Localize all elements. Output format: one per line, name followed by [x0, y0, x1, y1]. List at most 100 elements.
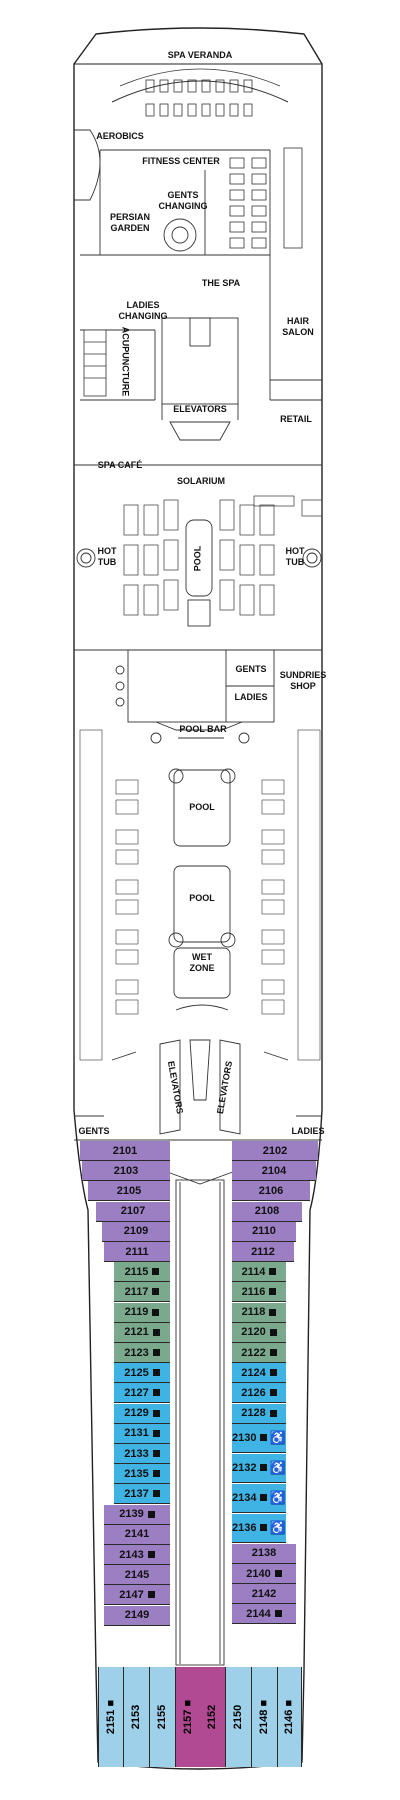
cabin-2115[interactable]: 2115 — [114, 1262, 170, 1283]
spa-cafe-label: SPA CAFÉ — [97, 460, 143, 470]
cabin-2141[interactable]: 2141 — [104, 1524, 170, 1545]
cabin-2143[interactable]: 2143 — [104, 1545, 170, 1565]
cabin-2148[interactable]: 2148 ■ — [252, 1667, 278, 1767]
cabin-2112[interactable]: 2112 — [232, 1242, 294, 1262]
cabin-2138[interactable]: 2138 — [232, 1543, 296, 1564]
hot-tub-right-label: HOT TUB — [285, 546, 305, 567]
bed-marker-icon — [260, 1524, 267, 1532]
bed-marker-icon — [269, 1328, 277, 1336]
bed-marker-icon — [269, 1409, 277, 1417]
cabin-number: 2126 — [241, 1386, 266, 1399]
cabin-number: 2149 — [124, 1609, 150, 1622]
cabin-number: 2114 — [241, 1265, 266, 1278]
cabin-number: 2105 — [116, 1184, 142, 1197]
cabin-2122[interactable]: 2122 — [232, 1343, 286, 1363]
cabin-2107[interactable]: 2107 — [96, 1201, 170, 1222]
cabin-number: 2135 — [124, 1467, 149, 1480]
cabin-number: 2111 — [125, 1245, 149, 1258]
cabin-2133[interactable]: 2133 — [114, 1444, 170, 1464]
bed-marker-icon — [152, 1490, 160, 1498]
cabin-2132[interactable]: 2132♿ — [232, 1453, 286, 1483]
cabin-2142[interactable]: 2142 — [232, 1584, 296, 1605]
cabin-2101[interactable]: 2101 — [80, 1141, 170, 1161]
cabin-2104[interactable]: 2104 — [232, 1161, 316, 1182]
cabin-2128[interactable]: 2128 — [232, 1403, 286, 1424]
cabin-2110[interactable]: 2110 — [232, 1221, 296, 1242]
cabin-number: 2103 — [113, 1164, 139, 1177]
cabin-2126[interactable]: 2126 — [232, 1383, 286, 1404]
cabin-2114[interactable]: 2114 — [232, 1262, 286, 1283]
cabin-2129[interactable]: 2129 — [114, 1403, 170, 1424]
bed-marker-icon — [147, 1591, 155, 1599]
cabin-2119[interactable]: 2119 — [114, 1302, 170, 1323]
bed-marker-icon — [147, 1551, 155, 1558]
cabin-2123[interactable]: 2123 — [114, 1343, 170, 1363]
cabin-number: 2116 — [241, 1285, 266, 1298]
cabin-2150[interactable]: 2150 — [226, 1667, 252, 1767]
cabin-number: 2133 — [124, 1447, 149, 1460]
cabin-2125[interactable]: 2125 — [114, 1363, 170, 1384]
cabin-number: 2139 — [119, 1508, 144, 1521]
cabin-number: 2122 — [241, 1346, 266, 1359]
cabin-2103[interactable]: 2103 — [82, 1161, 170, 1182]
pool-1-label: POOL — [189, 802, 215, 812]
cabin-number: 2106 — [258, 1184, 284, 1197]
cabin-2134[interactable]: 2134♿ — [232, 1483, 286, 1513]
bed-marker-icon — [152, 1369, 160, 1377]
elevators-fwd-label: ELEVATORS — [173, 404, 227, 414]
cabin-2118[interactable]: 2118 — [232, 1302, 286, 1323]
cabin-number: 2147 — [119, 1588, 144, 1601]
cabin-2117[interactable]: 2117 — [114, 1282, 170, 1303]
cabin-2130[interactable]: 2130♿ — [232, 1423, 286, 1453]
cabin-2136[interactable]: 2136♿ — [232, 1513, 286, 1543]
cabin-number: 2124 — [241, 1366, 266, 1379]
cabin-number: 2134 — [232, 1491, 257, 1504]
ladies-aft-label: LADIES — [291, 1126, 325, 1136]
bed-marker-icon — [152, 1308, 160, 1316]
cabin-2105[interactable]: 2105 — [88, 1181, 170, 1202]
cabin-number: 2112 — [251, 1245, 275, 1258]
cabin-2131[interactable]: 2131 — [114, 1423, 170, 1444]
cabin-2106[interactable]: 2106 — [232, 1181, 310, 1202]
cabin-number: 2138 — [251, 1547, 277, 1560]
cabin-2111[interactable]: 2111 — [104, 1242, 170, 1262]
ladies-mid-label: LADIES — [234, 692, 268, 702]
cabin-number: 2125 — [124, 1366, 149, 1379]
cabin-2149[interactable]: 2149 — [104, 1605, 170, 1626]
bed-marker-icon — [269, 1308, 277, 1316]
cabin-2152[interactable]: 2152 — [200, 1667, 226, 1767]
cabin-2140[interactable]: 2140 — [232, 1564, 296, 1584]
cabin-2146[interactable]: 2146 ■ — [278, 1667, 302, 1767]
cabin-2155[interactable]: 2155 — [150, 1667, 176, 1767]
aerobics-label: AEROBICS — [96, 131, 144, 141]
cabin-2153[interactable]: 2153 — [124, 1667, 150, 1767]
cabin-2144[interactable]: 2144 — [232, 1604, 296, 1625]
bed-marker-icon — [274, 1570, 282, 1577]
cabin-2102[interactable]: 2102 — [232, 1141, 318, 1161]
cabin-2139[interactable]: 2139 — [104, 1504, 170, 1525]
cabin-2120[interactable]: 2120 — [232, 1322, 286, 1343]
cabin-number: 2142 — [251, 1587, 277, 1600]
cabin-2151[interactable]: 2151 ■ — [98, 1667, 124, 1767]
cabin-2108[interactable]: 2108 — [232, 1201, 302, 1222]
spa-veranda-label: SPA VERANDA — [167, 50, 233, 60]
cabin-2127[interactable]: 2127 — [114, 1383, 170, 1404]
hot-tub-left-label: HOT TUB — [97, 546, 117, 567]
cabin-2137[interactable]: 2137 — [114, 1484, 170, 1505]
bed-marker-icon — [269, 1369, 277, 1377]
cabin-number: 2108 — [254, 1205, 280, 1218]
cabin-2109[interactable]: 2109 — [102, 1221, 170, 1242]
cabin-2147[interactable]: 2147 — [104, 1585, 170, 1606]
cabin-2121[interactable]: 2121 — [114, 1322, 170, 1343]
cabin-2116[interactable]: 2116 — [232, 1282, 286, 1303]
cabin-2157[interactable]: 2157 ■ — [176, 1667, 202, 1767]
gents-changing-label: GENTS CHANGING — [158, 190, 208, 211]
cabin-number: 2157 ■ — [182, 1699, 195, 1735]
wheelchair-accessible-icon: ♿ — [269, 1519, 286, 1535]
cabin-2124[interactable]: 2124 — [232, 1363, 286, 1384]
bed-marker-icon — [269, 1268, 277, 1276]
gents-aft-label: GENTS — [78, 1126, 110, 1136]
cabin-2135[interactable]: 2135 — [114, 1464, 170, 1485]
cabin-number: 2110 — [252, 1225, 276, 1238]
cabin-2145[interactable]: 2145 — [104, 1565, 170, 1586]
